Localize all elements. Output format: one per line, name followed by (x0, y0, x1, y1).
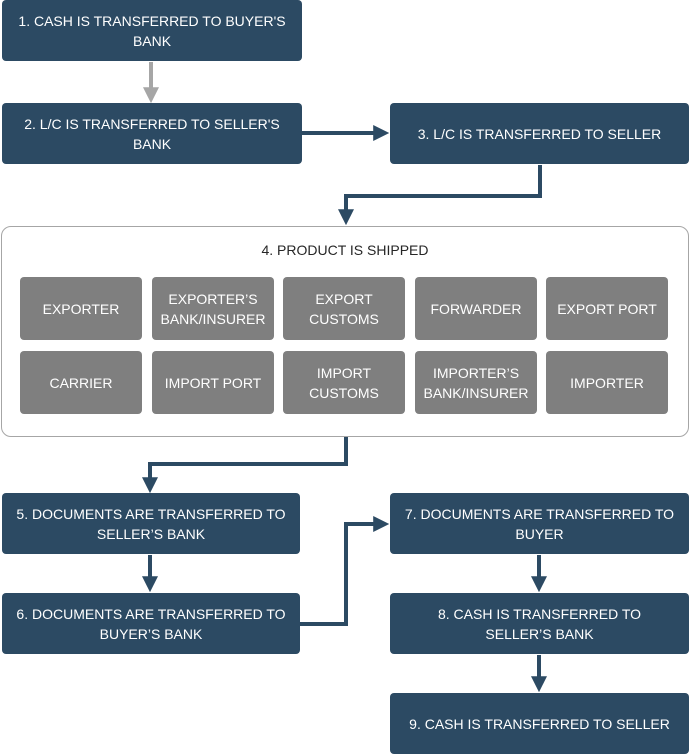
party-export-customs: EXPORT CUSTOMS (283, 277, 405, 340)
step-9-cash-to-seller: 9. CASH IS TRANSFERRED TO SELLER (390, 693, 689, 754)
step-8-cash-to-sellers-bank: 8. CASH IS TRANSFERRED TO SELLER’S BANK (390, 593, 689, 654)
party-exporters-bank-insurer: EXPORTER’S BANK/INSURER (152, 277, 274, 340)
step-7-documents-to-buyer: 7. DOCUMENTS ARE TRANSFERRED TO BUYER (390, 493, 689, 554)
party-importer: IMPORTER (546, 351, 668, 414)
step-3-lc-to-seller: 3. L/C IS TRANSFERRED TO SELLER (390, 103, 689, 164)
arrow-4-to-5 (142, 437, 348, 494)
arrow-3-to-4 (338, 165, 542, 226)
party-forwarder: FORWARDER (415, 277, 537, 340)
party-exporter: EXPORTER (20, 277, 142, 340)
step-4-product-shipped: 4. PRODUCT IS SHIPPED (261, 242, 429, 258)
step-1-cash-to-buyers-bank: 1. CASH IS TRANSFERRED TO BUYER'S BANK (2, 0, 302, 61)
party-import-customs: IMPORT CUSTOMS (283, 351, 405, 414)
arrow-6-to-7 (300, 516, 390, 626)
party-importers-bank-insurer: IMPORTER’S BANK/INSURER (415, 351, 537, 414)
party-carrier: CARRIER (20, 351, 142, 414)
party-export-port: EXPORT PORT (546, 277, 668, 340)
step-5-documents-to-sellers-bank: 5. DOCUMENTS ARE TRANSFERRED TO SELLER’S… (2, 493, 300, 554)
step-2-lc-to-sellers-bank: 2. L/C IS TRANSFERRED TO SELLER'S BANK (2, 103, 302, 164)
step-6-documents-to-buyers-bank: 6. DOCUMENTS ARE TRANSFERRED TO BUYER’S … (2, 593, 300, 654)
party-import-port: IMPORT PORT (152, 351, 274, 414)
